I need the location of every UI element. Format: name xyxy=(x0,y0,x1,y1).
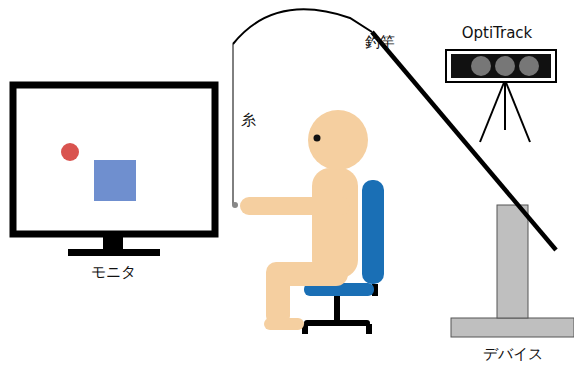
device-label: デバイス xyxy=(483,345,543,363)
fishing-rod xyxy=(232,9,556,250)
rod-label: 釣竿 xyxy=(365,33,395,51)
device xyxy=(451,205,574,337)
camera-label: OptiTrack xyxy=(462,24,533,42)
optitrack-camera xyxy=(446,50,556,142)
monitor xyxy=(13,85,215,256)
person xyxy=(240,110,368,330)
monitor-label: モニタ xyxy=(91,263,136,281)
line-label: 糸 xyxy=(241,111,256,129)
